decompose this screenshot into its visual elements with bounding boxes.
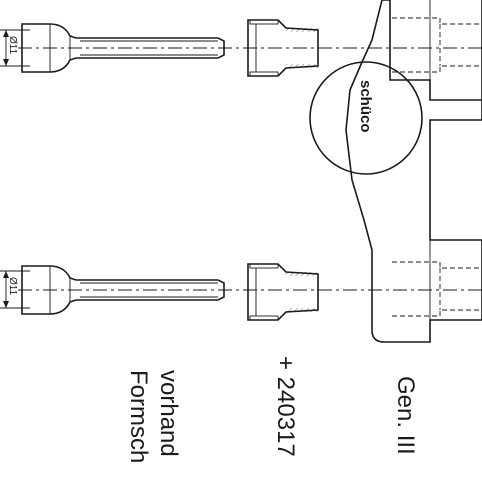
- note-line-2: Formsch: [125, 370, 152, 464]
- lower-sleeve: [247, 263, 319, 321]
- upper-sleeve: [247, 19, 319, 77]
- upper-bolt: [21, 23, 225, 73]
- generation-label: Gen. III: [392, 376, 419, 455]
- upper-dimension: Ø11: [0, 29, 30, 67]
- center-axes: [18, 47, 482, 291]
- lower-dimension: Ø11: [0, 270, 30, 309]
- schueco-logo: schüco: [357, 80, 374, 133]
- upper-diameter-label: Ø11: [7, 36, 18, 55]
- note-line-1: vorhand: [155, 370, 182, 457]
- part-number-label: + 240317: [272, 356, 299, 457]
- lower-diameter-label: Ø11: [7, 277, 18, 296]
- hinge-body: [345, 0, 482, 343]
- schueco-logo-circle: schüco: [309, 61, 423, 175]
